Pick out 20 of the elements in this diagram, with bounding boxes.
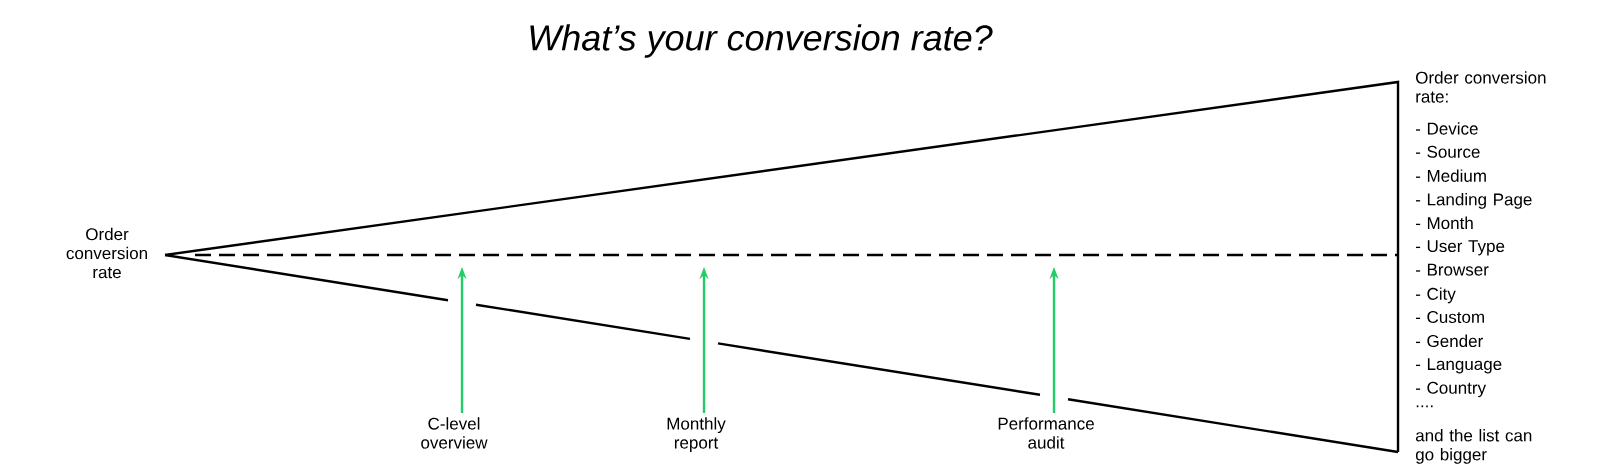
list-item: - Source <box>1415 145 1480 158</box>
list-item: - User Type <box>1415 240 1505 256</box>
list-heading: Order conversion rate: <box>1416 71 1546 103</box>
list-item: - Browser <box>1415 263 1489 276</box>
list-item: - Country <box>1415 381 1486 398</box>
list-item: - Landing Page <box>1415 193 1532 209</box>
list-item: - Custom <box>1415 311 1484 324</box>
list-item: - City <box>1415 287 1456 304</box>
caption-text: Monthly report <box>667 417 726 453</box>
caption-text: Performance audit <box>998 417 1094 449</box>
list-item: - Gender <box>1415 334 1483 348</box>
list-item: .... <box>1416 405 1433 408</box>
list-item: and the list can go bigger <box>1415 429 1532 464</box>
side-label: Order conversion rate <box>66 227 147 279</box>
list-item: - Device <box>1415 122 1478 135</box>
list-item: - Language <box>1415 358 1502 374</box>
title: What’s your conversion rate? <box>530 24 993 58</box>
caption-text: C-level overview <box>421 417 488 449</box>
list-item: - Medium <box>1415 169 1486 182</box>
list-item: - Month <box>1415 216 1473 230</box>
